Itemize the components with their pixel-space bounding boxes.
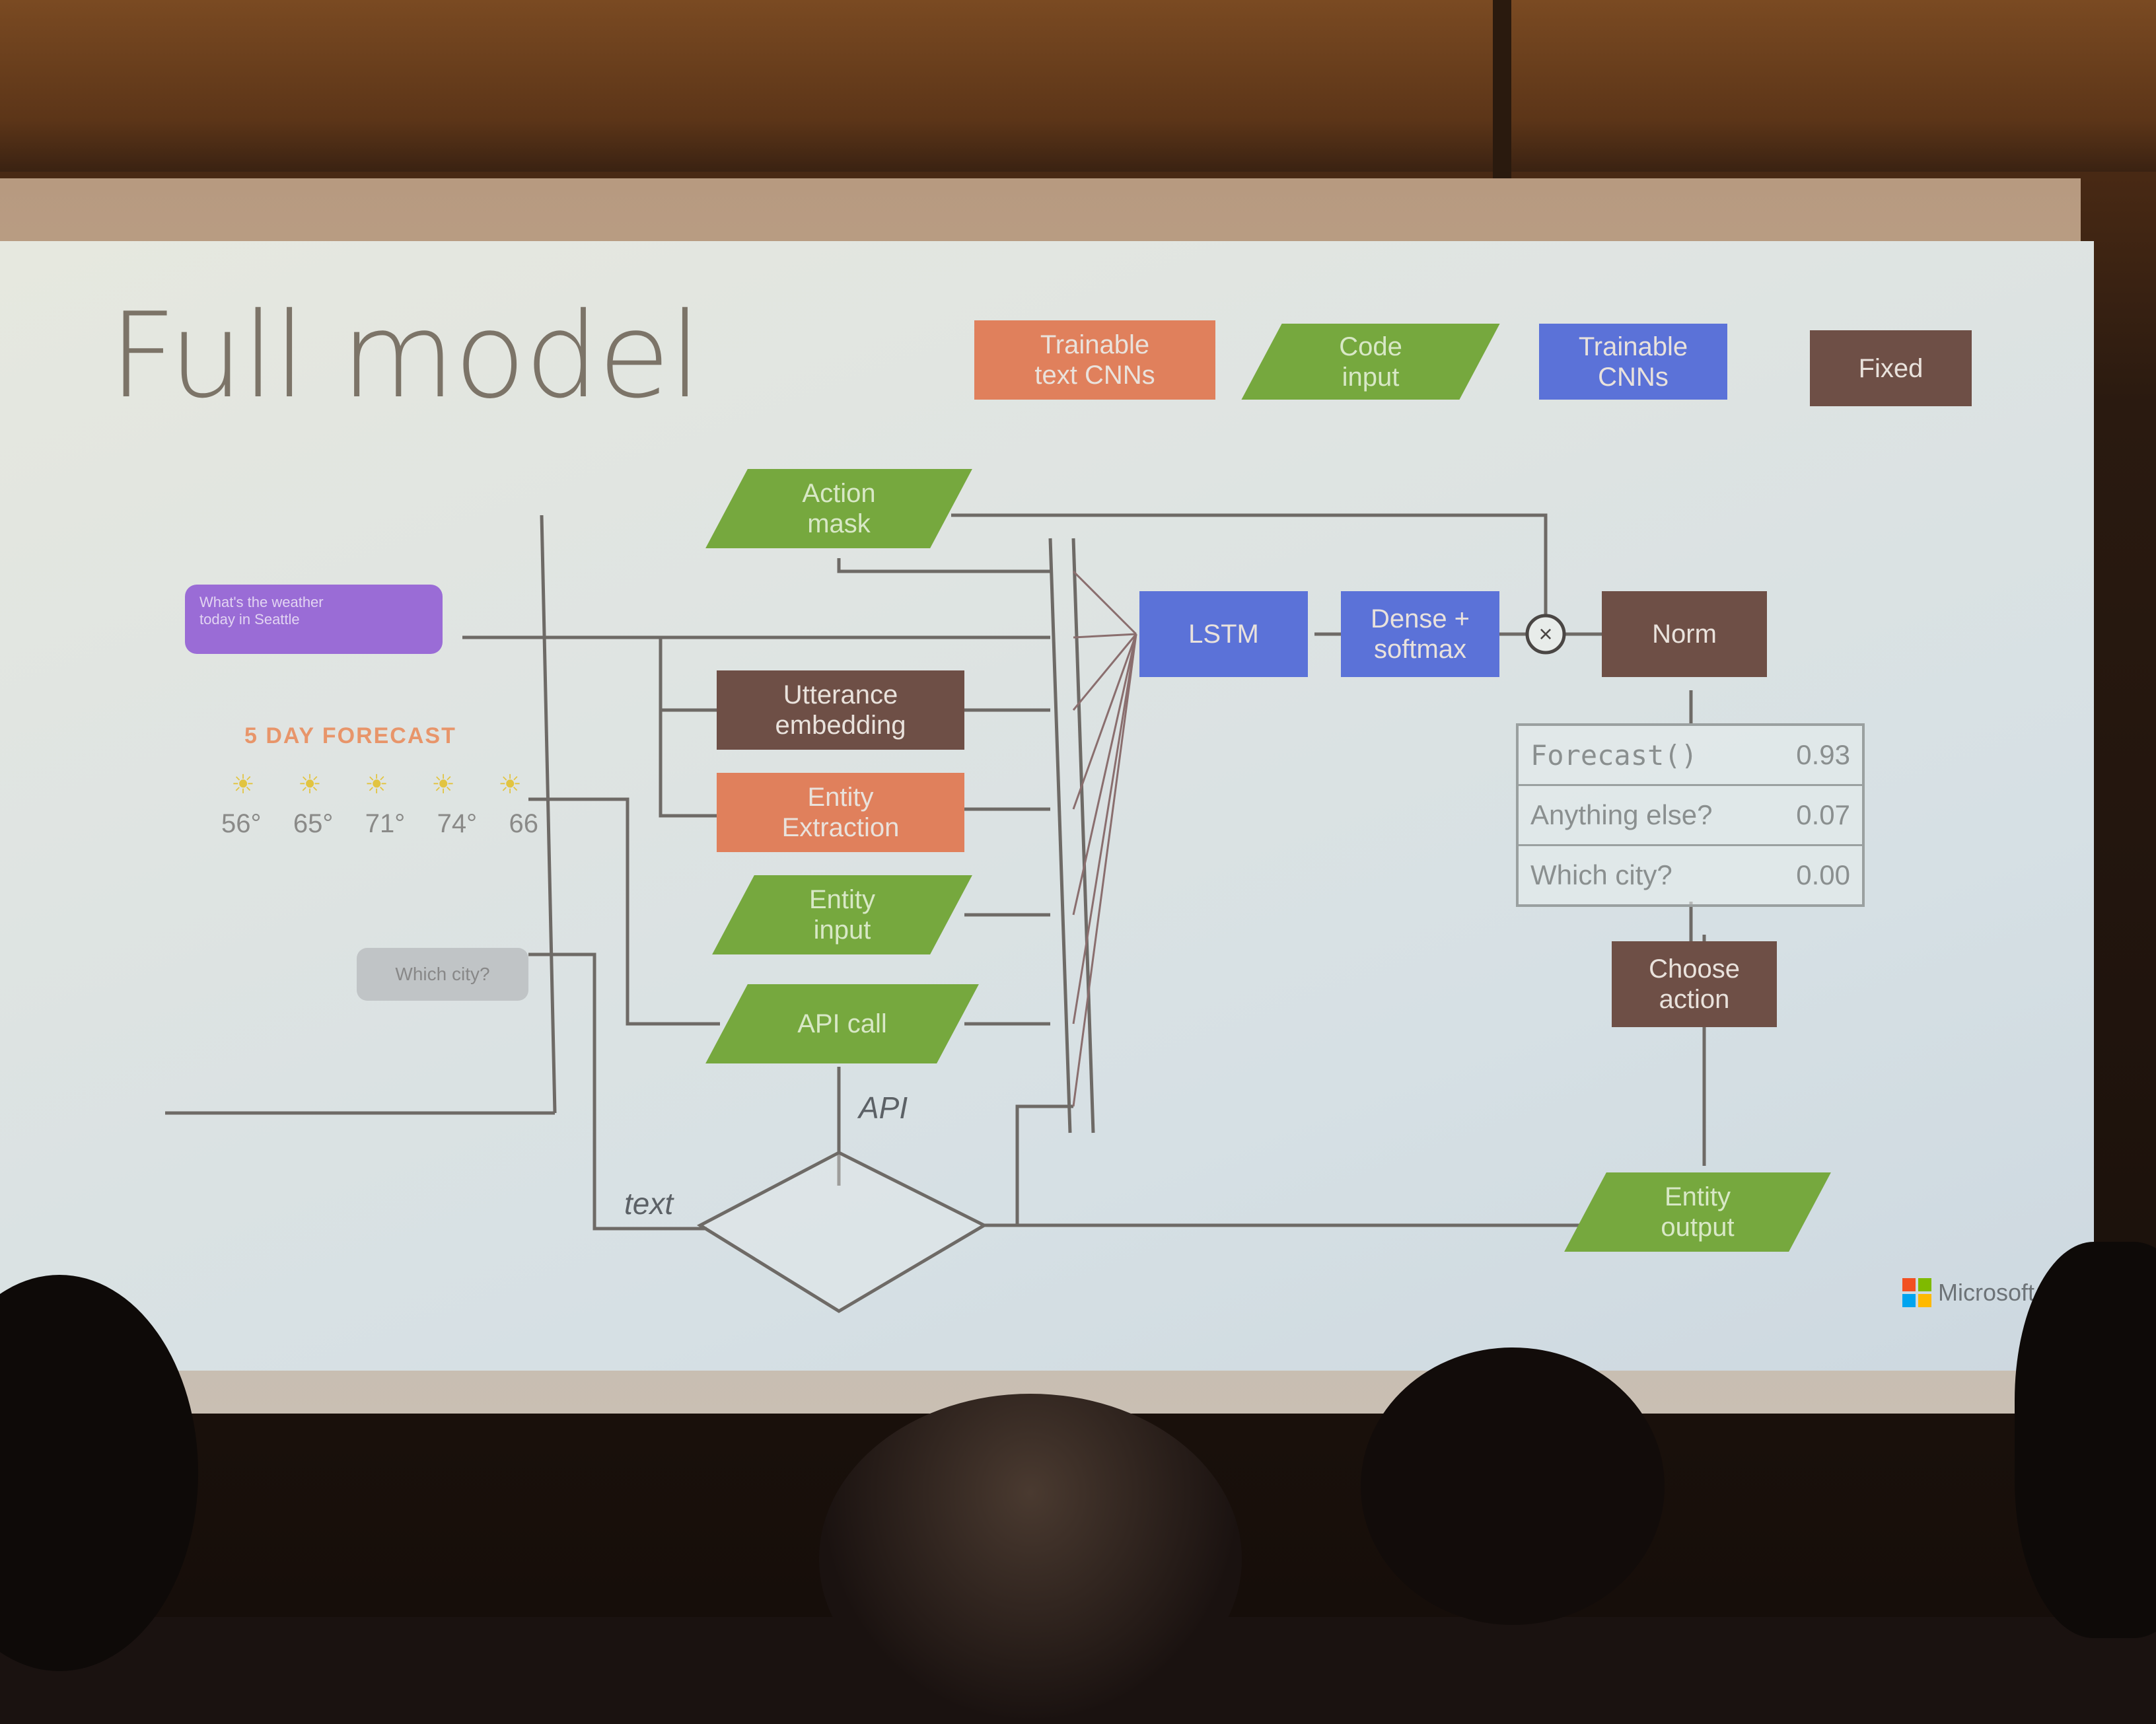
score-value: 0.00 bbox=[1796, 859, 1850, 890]
line-mask-down bbox=[837, 558, 1050, 573]
legend-trainable-text-cnns: Trainable text CNNs bbox=[974, 320, 1215, 400]
bot-reply-bubble: Which city? bbox=[357, 948, 528, 1001]
user-message-bubble: What's the weather today in Seattle bbox=[185, 585, 443, 654]
line-forecast-to-api bbox=[528, 797, 720, 1026]
action-mask-label: Action mask bbox=[802, 479, 876, 538]
line-branch-entity bbox=[659, 637, 720, 818]
concat-bar-left bbox=[1048, 538, 1072, 1133]
fan-in-lines bbox=[1072, 570, 1137, 1107]
sun-icon: ☀ bbox=[231, 770, 255, 799]
connector-lines bbox=[165, 513, 1706, 1313]
score-label: Anything else? bbox=[1530, 799, 1713, 830]
legend-code-input-label: Code input bbox=[1339, 332, 1402, 392]
entity-extraction-node: Entity Extraction bbox=[717, 773, 964, 852]
temp-value: 74° bbox=[437, 809, 478, 838]
multiply-node bbox=[1525, 614, 1566, 655]
score-row: Which city? 0.00 bbox=[1519, 846, 1862, 904]
logo-square bbox=[1918, 1278, 1931, 1291]
forecast-title: 5 DAY FORECAST bbox=[244, 723, 456, 748]
entity-input-node: Entity input bbox=[712, 875, 972, 954]
legend-code-input: Code input bbox=[1241, 324, 1500, 400]
logo-square bbox=[1918, 1294, 1931, 1307]
wall-pillar bbox=[1493, 0, 1511, 192]
microsoft-logo: Microsoft bbox=[1902, 1278, 2034, 1307]
audience-head bbox=[2015, 1242, 2156, 1638]
utterance-embedding-node: Utterance embedding bbox=[717, 670, 964, 750]
legend-fixed: Fixed bbox=[1810, 330, 1972, 406]
sun-icon: ☀ bbox=[431, 770, 455, 799]
choose-action-node: Choose action bbox=[1612, 941, 1777, 1027]
phone-frame-right bbox=[540, 515, 557, 1114]
dense-softmax-node: Dense + softmax bbox=[1341, 591, 1499, 677]
api-call-label: API call bbox=[797, 1009, 887, 1038]
renormalize-node: Norm bbox=[1602, 591, 1767, 677]
lstm-node: LSTM bbox=[1139, 591, 1308, 677]
edge-label-api: API bbox=[859, 1091, 908, 1125]
score-row: Forecast() 0.93 bbox=[1519, 726, 1862, 786]
brand-text: Microsoft bbox=[1938, 1279, 2035, 1306]
legend-trainable-cnns: Trainable CNNs bbox=[1539, 324, 1727, 400]
room-wall bbox=[0, 0, 2156, 172]
score-value: 0.07 bbox=[1796, 799, 1850, 830]
weather-icons: ☀ ☀ ☀ ☀ ☀ bbox=[231, 770, 522, 800]
logo-square bbox=[1902, 1278, 1916, 1291]
action-type-diamond bbox=[696, 1151, 988, 1313]
line-reply-to-text bbox=[528, 952, 707, 1231]
multiply-symbol: × bbox=[1538, 620, 1553, 648]
score-row: Anything else? 0.07 bbox=[1519, 786, 1862, 846]
score-label: Which city? bbox=[1530, 859, 1672, 890]
entity-input-label: Entity input bbox=[808, 885, 876, 945]
entity-output-node: Entity output bbox=[1564, 1172, 1831, 1252]
line-action-to-concat bbox=[984, 1104, 1073, 1227]
slide-title: Full model bbox=[109, 287, 701, 424]
slide: Full model Trainable text CNNs Code inpu… bbox=[0, 241, 2094, 1371]
action-score-table: Forecast() 0.93 Anything else? 0.07 Whic… bbox=[1516, 723, 1865, 907]
temp-value: 66 bbox=[509, 809, 539, 838]
sun-icon: ☀ bbox=[365, 770, 388, 799]
temp-value: 65° bbox=[293, 809, 334, 838]
temp-value: 56° bbox=[221, 809, 262, 838]
score-label: Forecast() bbox=[1530, 738, 1698, 772]
edge-label-text: text bbox=[624, 1186, 674, 1221]
phone-chat-mock: What's the weather today in Seattle 5 DA… bbox=[185, 492, 555, 1087]
audience-head bbox=[1361, 1347, 1665, 1625]
api-call-node: API call bbox=[705, 984, 979, 1063]
sun-icon: ☀ bbox=[498, 770, 522, 799]
logo-square bbox=[1902, 1294, 1916, 1307]
score-value: 0.93 bbox=[1796, 739, 1850, 770]
line-mask-to-multiply bbox=[951, 513, 1548, 618]
forecast-temps: 56° 65° 71° 74° 66 bbox=[221, 809, 538, 839]
sun-icon: ☀ bbox=[298, 770, 322, 799]
audience-head bbox=[819, 1394, 1242, 1724]
entity-output-label: Entity output bbox=[1661, 1182, 1735, 1242]
microsoft-logo-icon bbox=[1902, 1278, 1931, 1307]
temp-value: 71° bbox=[365, 809, 406, 838]
action-mask-node: Action mask bbox=[705, 469, 972, 548]
